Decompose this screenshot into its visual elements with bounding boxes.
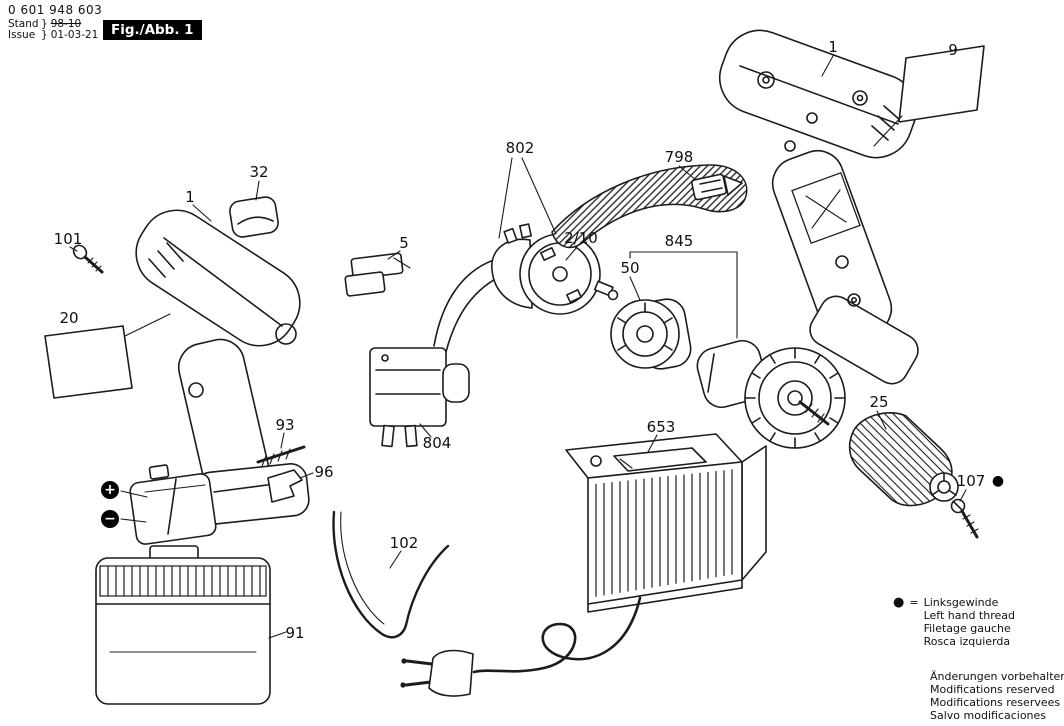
title-block: 0 601 948 603 Stand } 98-10 Issue } 01-0… [8, 3, 228, 41]
part-label-hand-strap: 798 [664, 148, 694, 166]
sticker-right-part [873, 45, 985, 147]
legend-dot-icon: ● [893, 595, 905, 610]
part-label-bracket-clip: 5 [399, 234, 409, 252]
stand-label: Stand [8, 18, 39, 30]
figure-label: Fig./Abb. 1 [103, 20, 202, 40]
slider-button-part [229, 196, 279, 238]
part-label-gear-sleeve: 50 [620, 259, 640, 277]
charger-part [400, 433, 767, 697]
chuck-screw-part [950, 498, 979, 539]
left-hand-thread-dot-icon: ● [991, 473, 1005, 489]
part-label-switch: 804 [422, 434, 452, 452]
part-label-housing-screw: 101 [53, 230, 83, 248]
gear-sleeve-part [610, 298, 692, 370]
legend-line: Änderungen vorbehalten [930, 670, 1064, 683]
part-label-chuck: 25 [869, 393, 889, 411]
part-label-charger: 653 [646, 418, 676, 436]
brace: } [41, 18, 48, 30]
issue-value: 01-03-21 [50, 29, 99, 41]
part-label-sticker-right: 9 [948, 41, 958, 59]
part-label-slider-button: 32 [249, 163, 269, 181]
battery-plus-icon: + [101, 481, 119, 499]
stand-old-value: 98-10 [50, 18, 82, 30]
switch-part [369, 347, 470, 448]
sticker-left-part [44, 325, 133, 399]
legend-line: Rosca izquierda [923, 635, 1011, 648]
legend-line: Modifications reservees [930, 696, 1061, 709]
legend-line: Linksgewinde [923, 596, 999, 609]
legend-line: Filetage gauche [923, 622, 1011, 635]
charger-cord [472, 596, 642, 674]
battery-cell-part [129, 464, 217, 545]
part-label-contact-clip: 96 [314, 463, 334, 481]
hand-strap-part [551, 164, 748, 249]
part-label-gearbox: 845 [664, 232, 694, 250]
part-label-housing-right: 1 [828, 38, 838, 56]
motor-pinion-part [593, 280, 619, 301]
housing-screw-part [72, 244, 104, 274]
part-label-motor-pinion: 2/10 [564, 229, 598, 247]
part-label-chuck-screw: 107 [956, 472, 986, 490]
motor-part [491, 223, 619, 315]
document-number: 0 601 948 603 [8, 3, 103, 17]
legend-equals: = [909, 596, 919, 609]
legend-left-hand-thread: ● = Linksgewinde Left hand thread Fileta… [893, 596, 1015, 648]
housing-right-part [719, 29, 919, 385]
legend-line: Salvo modificaciones [930, 709, 1047, 722]
part-label-sticker-left: 20 [59, 309, 79, 327]
battery-pack-part [95, 545, 271, 705]
part-label-motor: 802 [505, 139, 535, 157]
revision-block: Stand } 98-10 Issue } 01-03-21 [8, 19, 228, 41]
housing-left-part [135, 209, 310, 525]
bracket-clip-part [344, 252, 411, 297]
brace: } [41, 29, 48, 41]
contact-spring-part [256, 445, 306, 467]
part-label-connecting-wire: 102 [389, 534, 419, 552]
part-label-battery-pack: 91 [285, 624, 305, 642]
chuck-part [848, 412, 959, 507]
connecting-wire-part [332, 510, 450, 639]
contact-clip-part [267, 469, 303, 503]
legend-line: Modifications reserved [930, 683, 1055, 696]
part-label-contact-spring: 93 [275, 416, 295, 434]
legend-modifications: Änderungen vorbehalten Modifications res… [930, 670, 1064, 722]
power-plug-part [400, 649, 474, 697]
issue-label: Issue [8, 29, 36, 41]
leader-lines [69, 55, 967, 639]
legend-line: Left hand thread [923, 609, 1015, 622]
gearbox-part [696, 339, 846, 449]
battery-minus-icon: − [101, 510, 119, 528]
part-label-housing-left: 1 [185, 188, 195, 206]
